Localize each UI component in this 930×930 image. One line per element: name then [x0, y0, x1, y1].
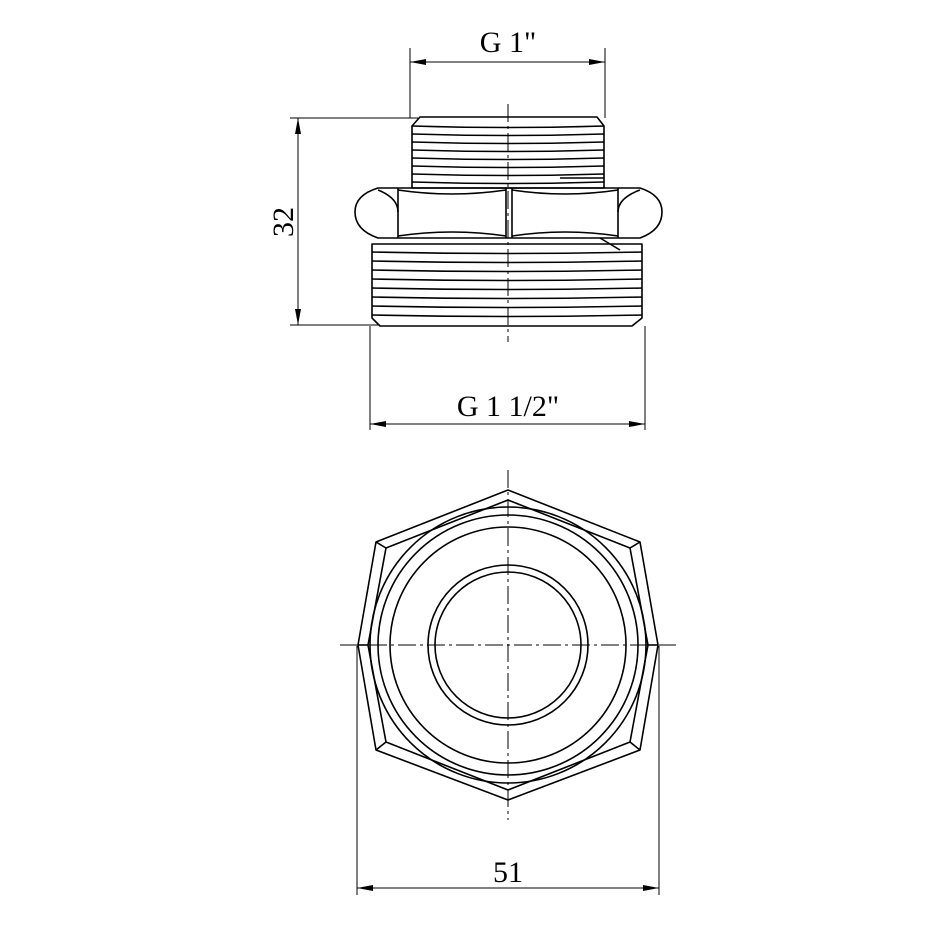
bottom-thread-crest	[371, 305, 643, 309]
top-thread-label: G 1"	[480, 26, 536, 59]
end-view: 51	[340, 470, 676, 895]
dim-top-thread: G 1"	[409, 26, 606, 118]
bottom-thread	[371, 243, 643, 327]
dim-height: 32	[267, 117, 418, 326]
across-flats-label: 51	[493, 856, 523, 889]
top-thread-crest	[411, 149, 605, 153]
top-thread-crest	[411, 181, 605, 185]
top-thread-crest	[411, 157, 605, 161]
side-view: G 1" 32 G 1 1/2"	[267, 26, 663, 430]
bottom-thread-crest	[371, 269, 643, 273]
dim-bottom-thread: G 1 1/2"	[369, 326, 646, 430]
bottom-thread-crest	[371, 314, 643, 318]
top-thread	[411, 116, 605, 189]
bottom-thread-crest	[371, 251, 643, 255]
bottom-thread-crest	[371, 260, 643, 264]
bottom-thread-label: G 1 1/2"	[457, 390, 559, 423]
bottom-thread-crest	[371, 278, 643, 282]
hex-nut-side	[354, 187, 663, 251]
bottom-thread-crest	[371, 296, 643, 300]
dim-across-flats: 51	[356, 646, 660, 895]
bottom-thread-crest	[371, 287, 643, 291]
height-label: 32	[267, 207, 300, 237]
